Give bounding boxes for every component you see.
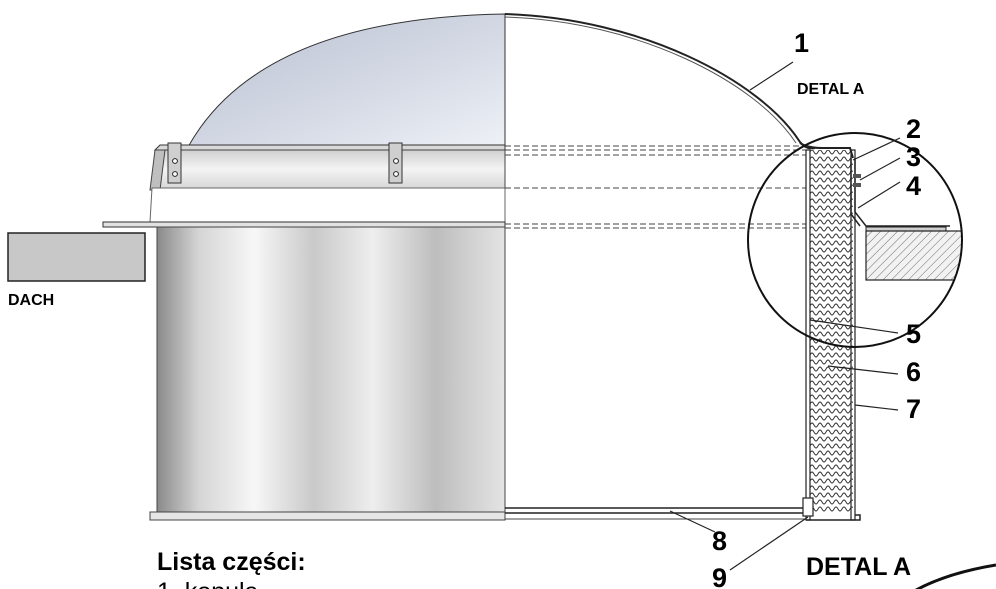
insulation-wave [809, 275, 853, 281]
insulation-wave [809, 450, 853, 456]
insulation-wave [809, 184, 853, 190]
insulation-wave [809, 380, 853, 386]
insulation-wave [809, 485, 853, 491]
detail-a-circle [747, 132, 963, 348]
insulation-wave [809, 240, 853, 246]
callout-6: 6 [906, 357, 921, 387]
roof-slab [7, 232, 146, 282]
insulation-wave [809, 345, 853, 351]
callout-2: 2 [906, 114, 921, 144]
insulation-wave [809, 408, 853, 414]
insulation-wave [809, 296, 853, 302]
insulation-wave [809, 499, 853, 505]
insulation-wave [809, 170, 853, 176]
clamp-middle [388, 142, 403, 184]
dome-left [187, 13, 506, 148]
insulation-wave [809, 233, 853, 239]
insulation-wave [809, 310, 853, 316]
callout-5: 5 [906, 319, 921, 349]
insulation-wave [809, 219, 853, 225]
insulation-wave [809, 324, 853, 330]
insulation-wave [809, 478, 853, 484]
insulation-wave [809, 359, 853, 365]
insulation-wave [809, 457, 853, 463]
insulation-wave [809, 282, 853, 288]
detail-a-title: DETAL A [806, 553, 911, 581]
detail-a-area [799, 142, 962, 281]
insulation-wave [809, 492, 853, 498]
callout-3: 3 [906, 142, 921, 172]
clamp-left [167, 142, 182, 184]
insulation-wave [809, 150, 853, 155]
leader-lines [669, 61, 901, 571]
insulation-wave [809, 303, 853, 309]
insulation-wave [809, 261, 853, 267]
insulation-wave [809, 373, 853, 379]
insulation-wave [809, 415, 853, 421]
insulation-wave [809, 443, 853, 449]
callout-8: 8 [712, 526, 727, 556]
dome-right-outline [504, 13, 816, 150]
parts-list-item-1: 1. kopuła [157, 578, 259, 589]
insulation-wave [809, 247, 853, 253]
insulation-wave [809, 163, 853, 169]
insulation-wave [809, 226, 853, 232]
insulation-wave [809, 198, 853, 204]
insulation-wave [809, 331, 853, 337]
insulation-wave [809, 268, 853, 274]
insulation-wave [809, 289, 853, 295]
insulation-wave [809, 387, 853, 393]
insulation-wave [809, 422, 853, 428]
flashing-plate [102, 221, 506, 228]
insulation-wave [809, 506, 853, 512]
insulation-wave [809, 352, 853, 358]
insulation-wave [809, 394, 853, 400]
insulation-wave [809, 191, 853, 197]
insulation-wave [809, 156, 853, 162]
section-dashed-lines [505, 145, 808, 229]
insulation-wave [809, 317, 853, 323]
callout-1: 1 [794, 28, 809, 58]
roof-label: DACH [8, 292, 54, 309]
insulation-wave [809, 177, 853, 183]
callout-7: 7 [906, 394, 921, 424]
insulation-wave [809, 205, 853, 211]
callout-4: 4 [906, 171, 921, 201]
upstand-frame [154, 149, 506, 189]
insulation-wave [809, 401, 853, 407]
insulation-wave [809, 212, 853, 218]
insulation-wave [809, 436, 853, 442]
light-shaft [156, 226, 506, 513]
detail-a-enlarged-arc [914, 563, 996, 589]
detail-a-label: DETAL A [797, 81, 865, 98]
insulation-wave [809, 471, 853, 477]
insulation-wave [809, 429, 853, 435]
insulation-wave [809, 464, 853, 470]
callout-9: 9 [712, 563, 727, 589]
insulation-wave [809, 254, 853, 260]
parts-list-heading: Lista części: [157, 548, 306, 576]
